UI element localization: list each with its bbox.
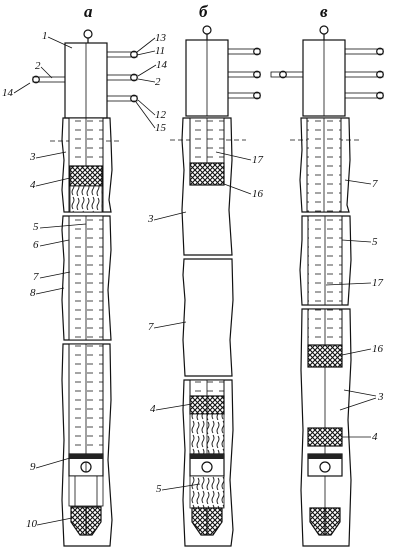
borehole-segment xyxy=(61,117,113,213)
label-15: 15 xyxy=(155,122,167,134)
panel-label-b: б xyxy=(199,2,209,21)
label-7: 7 xyxy=(372,178,378,190)
label-9: 9 xyxy=(30,461,36,473)
valve-icon xyxy=(130,73,138,82)
label-5: 5 xyxy=(372,236,378,248)
label-2b: 2 xyxy=(155,76,161,88)
borehole-segment xyxy=(182,258,234,377)
pressure-gauge-icon xyxy=(319,25,329,35)
valve-icon xyxy=(130,50,138,59)
borehole-segment xyxy=(300,308,352,547)
plug-4 xyxy=(307,427,343,447)
borehole-segment xyxy=(182,379,234,547)
label-17: 17 xyxy=(372,277,384,289)
valve-icon xyxy=(253,91,261,100)
label-16: 16 xyxy=(372,343,384,355)
side-outlet-pipe-left xyxy=(32,75,66,84)
side-outlet-pipes-right xyxy=(227,47,261,100)
pressure-gauge-icon xyxy=(83,29,93,39)
valve-icon xyxy=(130,94,138,103)
label-11: 11 xyxy=(155,45,165,57)
valve-icon xyxy=(32,75,40,84)
side-outlet-pipes-right xyxy=(106,50,138,103)
label-12: 12 xyxy=(155,109,167,121)
label-1: 1 xyxy=(42,30,48,42)
panel-v: 7 5 17 16 3 4 xyxy=(270,25,384,547)
panel-label-a: а xyxy=(84,2,93,21)
valve-icon xyxy=(376,70,384,79)
label-7: 7 xyxy=(148,321,154,333)
label-7: 7 xyxy=(33,271,39,283)
plug-16 xyxy=(189,162,225,186)
panel-label-v: в xyxy=(320,2,328,21)
plug-16 xyxy=(307,344,343,368)
label-17: 17 xyxy=(252,154,264,166)
valve-icon xyxy=(253,47,261,56)
borehole-segment xyxy=(181,117,233,256)
label-4: 4 xyxy=(150,403,156,415)
panel-a: 1 2 14 13 11 14 2 12 15 3 4 5 6 xyxy=(2,29,168,547)
labels-panel-b: 17 16 3 7 4 5 xyxy=(147,151,264,495)
labels-panel-v: 7 5 17 16 3 4 xyxy=(325,178,384,443)
label-3: 3 xyxy=(147,213,154,225)
borehole-segment xyxy=(61,343,113,547)
side-outlet-pipe-left xyxy=(270,70,304,79)
label-14: 14 xyxy=(2,87,14,99)
label-6: 6 xyxy=(33,239,39,251)
valve-icon xyxy=(376,47,384,56)
valve-icon xyxy=(376,91,384,100)
borehole-segment xyxy=(299,117,351,213)
label-4: 4 xyxy=(30,179,36,191)
label-13: 13 xyxy=(155,32,167,44)
label-4: 4 xyxy=(372,431,378,443)
label-8: 8 xyxy=(30,287,36,299)
label-5: 5 xyxy=(156,483,162,495)
label-3: 3 xyxy=(29,151,36,163)
pressure-gauge-icon xyxy=(202,25,212,35)
label-14b: 14 xyxy=(156,59,168,71)
label-10: 10 xyxy=(26,518,38,530)
labels-panel-a: 1 2 14 13 11 14 2 12 15 3 4 5 6 xyxy=(2,30,168,530)
label-2: 2 xyxy=(35,60,41,72)
label-5: 5 xyxy=(33,221,39,233)
valve-icon xyxy=(279,70,287,79)
valve-icon xyxy=(253,70,261,79)
side-outlet-pipes-right xyxy=(344,47,384,100)
panel-b: 17 16 3 7 4 5 xyxy=(147,25,264,547)
plug-4 xyxy=(69,165,103,187)
label-3: 3 xyxy=(377,391,384,403)
label-16: 16 xyxy=(252,188,264,200)
